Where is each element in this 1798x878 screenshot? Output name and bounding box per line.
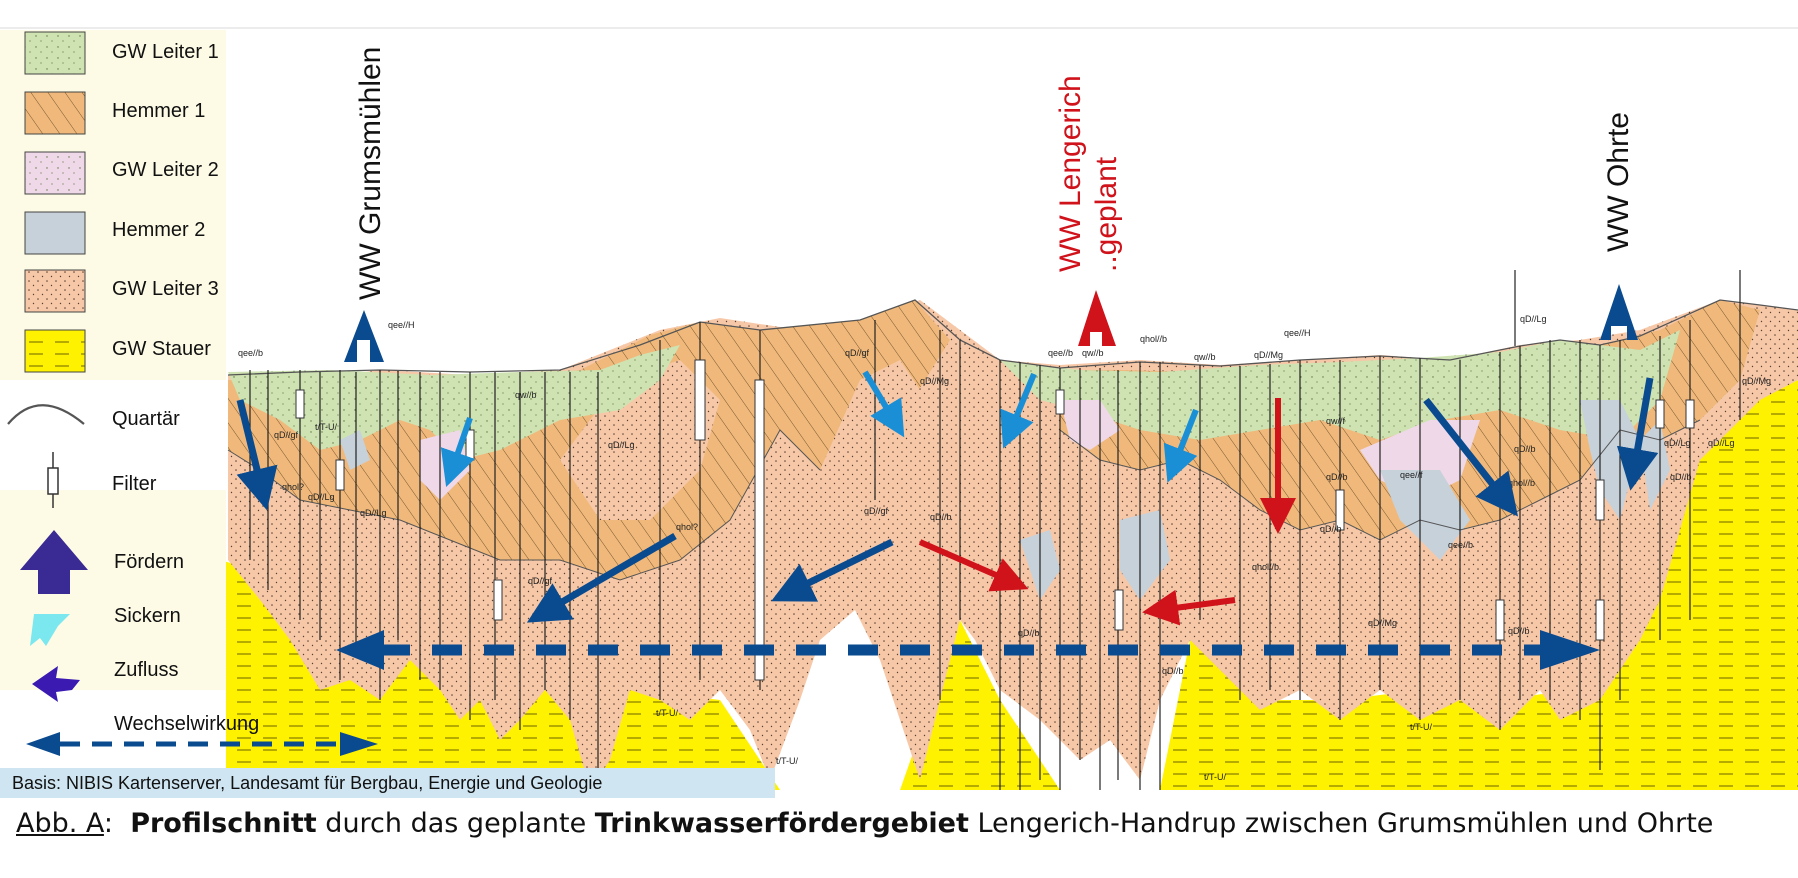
inflow-arrow-icon — [32, 666, 80, 702]
profile-label: qhol? — [282, 482, 304, 492]
legend-label: GW Stauer — [112, 338, 211, 360]
profile-label: qee//b — [1448, 540, 1473, 550]
caption-bold-1: Profilschnitt — [130, 808, 317, 839]
profile-label: qhol//b — [1508, 478, 1535, 488]
legend-label: GW Leiter 1 — [112, 41, 219, 63]
pump-up-arrow-icon — [20, 530, 88, 594]
profile-label: qD//Lg — [608, 440, 635, 450]
legend-label: Wechselwirkung — [114, 713, 259, 735]
profile-label: qw//b — [515, 390, 537, 400]
profile-label: qD//b — [1326, 472, 1348, 482]
flow-arrows-sickern — [440, 370, 1199, 488]
legend-label: GW Leiter 3 — [112, 278, 219, 300]
profile-labels: qee//b t/T-U/ qD//gf qD//Lg qhol? qee//H… — [238, 314, 1771, 782]
well-label-geplant: ..geplant — [1090, 156, 1123, 272]
legend-item-sickern: Sickern — [30, 605, 181, 646]
legend-item-foerdern: Fördern — [20, 530, 184, 594]
legend-item-zufluss: Zufluss — [32, 659, 178, 702]
well-label-lengerich: WW Lengerich — [1054, 75, 1087, 272]
profile-label: qw//b — [1082, 348, 1104, 358]
boreholes — [249, 270, 1741, 790]
legend-label: Hemmer 1 — [112, 100, 205, 122]
caption-prefix: Abb. A — [16, 808, 104, 839]
flow-arrows-red — [918, 398, 1296, 626]
legend-label: GW Leiter 2 — [112, 159, 219, 181]
legend-label: Sickern — [114, 605, 181, 627]
filter-screens — [295, 359, 1695, 681]
legend: GW Leiter 1 Hemmer 1 GW Leiter 2 Hemmer … — [0, 30, 378, 788]
well-grumsmuehlen-pump-arrow-icon — [344, 310, 384, 362]
source-note: Basis: NIBIS Kartenserver, Landesamt für… — [0, 768, 775, 798]
profile-label: qee//b — [1048, 348, 1073, 358]
profile-label: qee//H — [388, 320, 415, 330]
well-ohrte-pump-arrow-icon — [1600, 284, 1638, 340]
caption-colon: : — [103, 808, 114, 839]
profile-label: t/T-U/ — [1204, 772, 1226, 782]
quartaer-line-icon — [7, 404, 85, 425]
legend-label: Hemmer 2 — [112, 219, 205, 241]
profile-label: qD//Mg — [1254, 350, 1283, 360]
profile-label: qD//Lg — [1520, 314, 1547, 324]
legend-label: Zufluss — [114, 659, 178, 681]
legend-label: Quartär — [112, 408, 180, 430]
profile-label: t/T-U/ — [315, 422, 337, 432]
interaction-arrow-left-icon — [26, 732, 60, 756]
legend-item-gw-leiter-3: GW Leiter 3 — [24, 269, 219, 313]
profile-label: qee//b — [238, 348, 263, 358]
profile-label: qee//H — [1284, 328, 1311, 338]
profile-label: qD//b — [1508, 626, 1530, 636]
profile-label: t/T-U/ — [1410, 722, 1432, 732]
legend-item-quartaer: Quartär — [7, 404, 180, 430]
legend-item-wechselwirkung: Wechselwirkung — [26, 713, 378, 756]
well-lengerich-pump-arrow-icon — [1078, 290, 1116, 346]
interaction-dashed-arrow — [336, 630, 1600, 670]
profile-label: qD//b — [1514, 444, 1536, 454]
legend-item-hemmer-1: Hemmer 1 — [24, 91, 205, 135]
flow-arrows-dark — [236, 377, 1659, 623]
profile-label: qD//b — [930, 512, 952, 522]
profile-label: qD//Lg — [1708, 438, 1735, 448]
profile-label: qD//Mg — [1742, 376, 1771, 386]
caption-text-1: durch das geplante — [316, 808, 595, 839]
caption-bold-2: Trinkwasserfördergebiet — [594, 808, 969, 839]
profile-label: qhol//b — [1252, 562, 1279, 572]
legend-item-gw-leiter-2: GW Leiter 2 — [24, 151, 219, 195]
profile-label: qhol//b — [1140, 334, 1167, 344]
geological-profile: qee//b t/T-U/ qD//gf qD//Lg qhol? qee//H… — [220, 270, 1798, 790]
filter-icon — [47, 467, 59, 495]
seep-arrow-icon — [30, 614, 70, 646]
legend-label: Fördern — [114, 551, 184, 573]
legend-item-hemmer-2: Hemmer 2 — [24, 211, 205, 255]
profile-label: qD//gf — [845, 348, 870, 358]
well-label-grumsmuehlen: WW Grumsmühlen — [354, 47, 387, 300]
profile-label: qD//b — [1670, 472, 1692, 482]
legend-item-filter: Filter — [47, 452, 157, 508]
profile-label: qD//Lg — [360, 508, 387, 518]
profile-label: qD//Mg — [1368, 618, 1397, 628]
profile-label: qhol? — [676, 522, 698, 532]
profile-label: t/T-U/ — [656, 708, 678, 718]
profile-label: qD//Lg — [308, 492, 335, 502]
profile-label: qee//f — [1400, 470, 1423, 480]
profile-label: qw//b — [1194, 352, 1216, 362]
profile-label: qw//f — [1326, 416, 1346, 426]
profile-label: qD//gf — [864, 506, 889, 516]
layer-hemmer-2 — [1380, 470, 1470, 560]
profile-label: qD//Lg — [1664, 438, 1691, 448]
caption-text-2: Lengerich-Handrup zwischen Grumsmühlen u… — [968, 808, 1714, 839]
profile-label: qD//Mg — [920, 376, 949, 386]
profile-label: qD//gf — [274, 430, 299, 440]
profile-label: qD//b — [1018, 628, 1040, 638]
legend-label: Filter — [112, 473, 157, 495]
well-label-ohrte: WW Ohrte — [1602, 112, 1635, 252]
figure-caption: Abb. A: Profilschnitt durch das geplante… — [16, 808, 1786, 839]
interaction-arrow-right-icon — [340, 732, 378, 756]
profile-label: qD//b — [1162, 666, 1184, 676]
profile-label: t/T-U/ — [776, 756, 798, 766]
legend-item-gw-stauer: GW Stauer — [24, 329, 211, 373]
legend-item-gw-leiter-1: GW Leiter 1 — [24, 31, 219, 75]
profile-label: qD//b — [1320, 524, 1342, 534]
profile-label: qD//gf — [528, 576, 553, 586]
